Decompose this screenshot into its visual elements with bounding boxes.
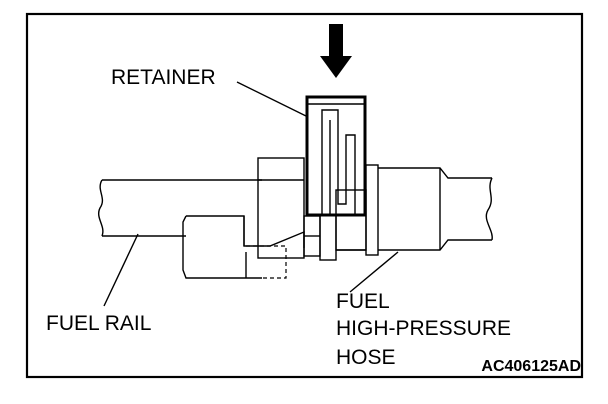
fuel-rail-label: FUEL RAIL bbox=[46, 312, 151, 335]
fuel-rail-pipe bbox=[98, 179, 262, 237]
hose-label-line2: HIGH-PRESSURE bbox=[336, 317, 511, 340]
fuel-rail-fitting bbox=[182, 215, 305, 279]
fuel-rail-leader bbox=[103, 233, 139, 307]
down-arrow-icon bbox=[320, 24, 352, 78]
hose-sleeve bbox=[319, 164, 379, 261]
hose-label-line3: HOSE bbox=[336, 346, 396, 369]
retainer-label: RETAINER bbox=[111, 66, 216, 89]
hose-label-line1: FUEL bbox=[336, 290, 390, 313]
figure-code: AC406125AD bbox=[481, 358, 581, 375]
retainer-leader bbox=[236, 81, 307, 117]
high-pressure-hose bbox=[378, 167, 493, 251]
hose-leader bbox=[349, 251, 399, 293]
